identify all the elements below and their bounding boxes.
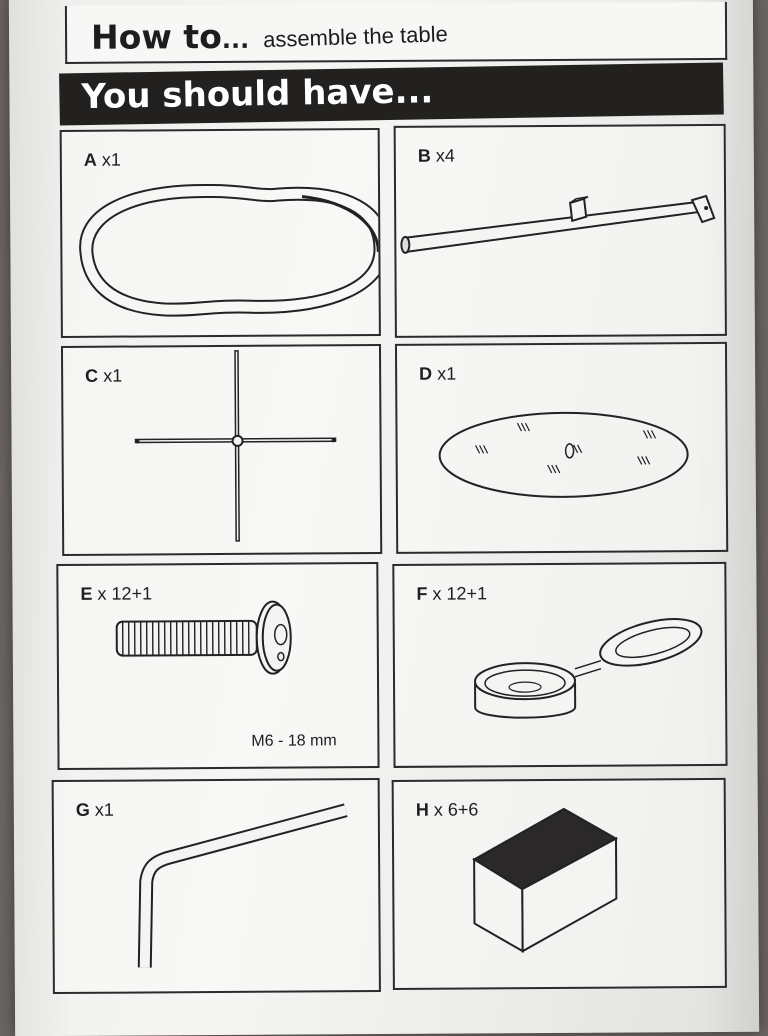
washer-cap-icon: [474, 618, 703, 719]
part-panel-b: B x4: [393, 123, 727, 338]
glass-top-icon: [438, 411, 689, 498]
part-panel-a: A x1: [59, 128, 381, 338]
foam-pad-icon: [472, 807, 619, 953]
page-title: How to...: [91, 17, 249, 57]
part-panel-c: C x1: [60, 344, 383, 556]
banner-heading: You should have...: [81, 71, 434, 118]
part-panel-d: D x1: [394, 341, 729, 554]
part-panel-f: F x 12+1: [392, 561, 728, 768]
title-how-to: How to: [90, 16, 222, 57]
title-box: How to... assemble the table: [64, 1, 728, 64]
leg-bar-icon: [400, 194, 716, 254]
part-panel-g: G x1: [51, 778, 381, 995]
cross-support-icon: [134, 350, 337, 542]
section-banner: You should have...: [59, 62, 724, 126]
part-panel-e: E x 12+1 M6 - 18 mm: [56, 562, 380, 770]
allen-key-icon: [137, 803, 348, 968]
bolt-spec: M6 - 18 mm: [251, 732, 337, 750]
oval-tabletop-frame-icon: [79, 184, 379, 317]
page-subtitle: assemble the table: [262, 21, 449, 53]
bolt-icon: [115, 600, 292, 675]
part-panel-h: H x 6+6: [391, 777, 727, 990]
instruction-sheet: How to... assemble the table You should …: [8, 0, 760, 1036]
title-dots: ...: [221, 25, 250, 54]
